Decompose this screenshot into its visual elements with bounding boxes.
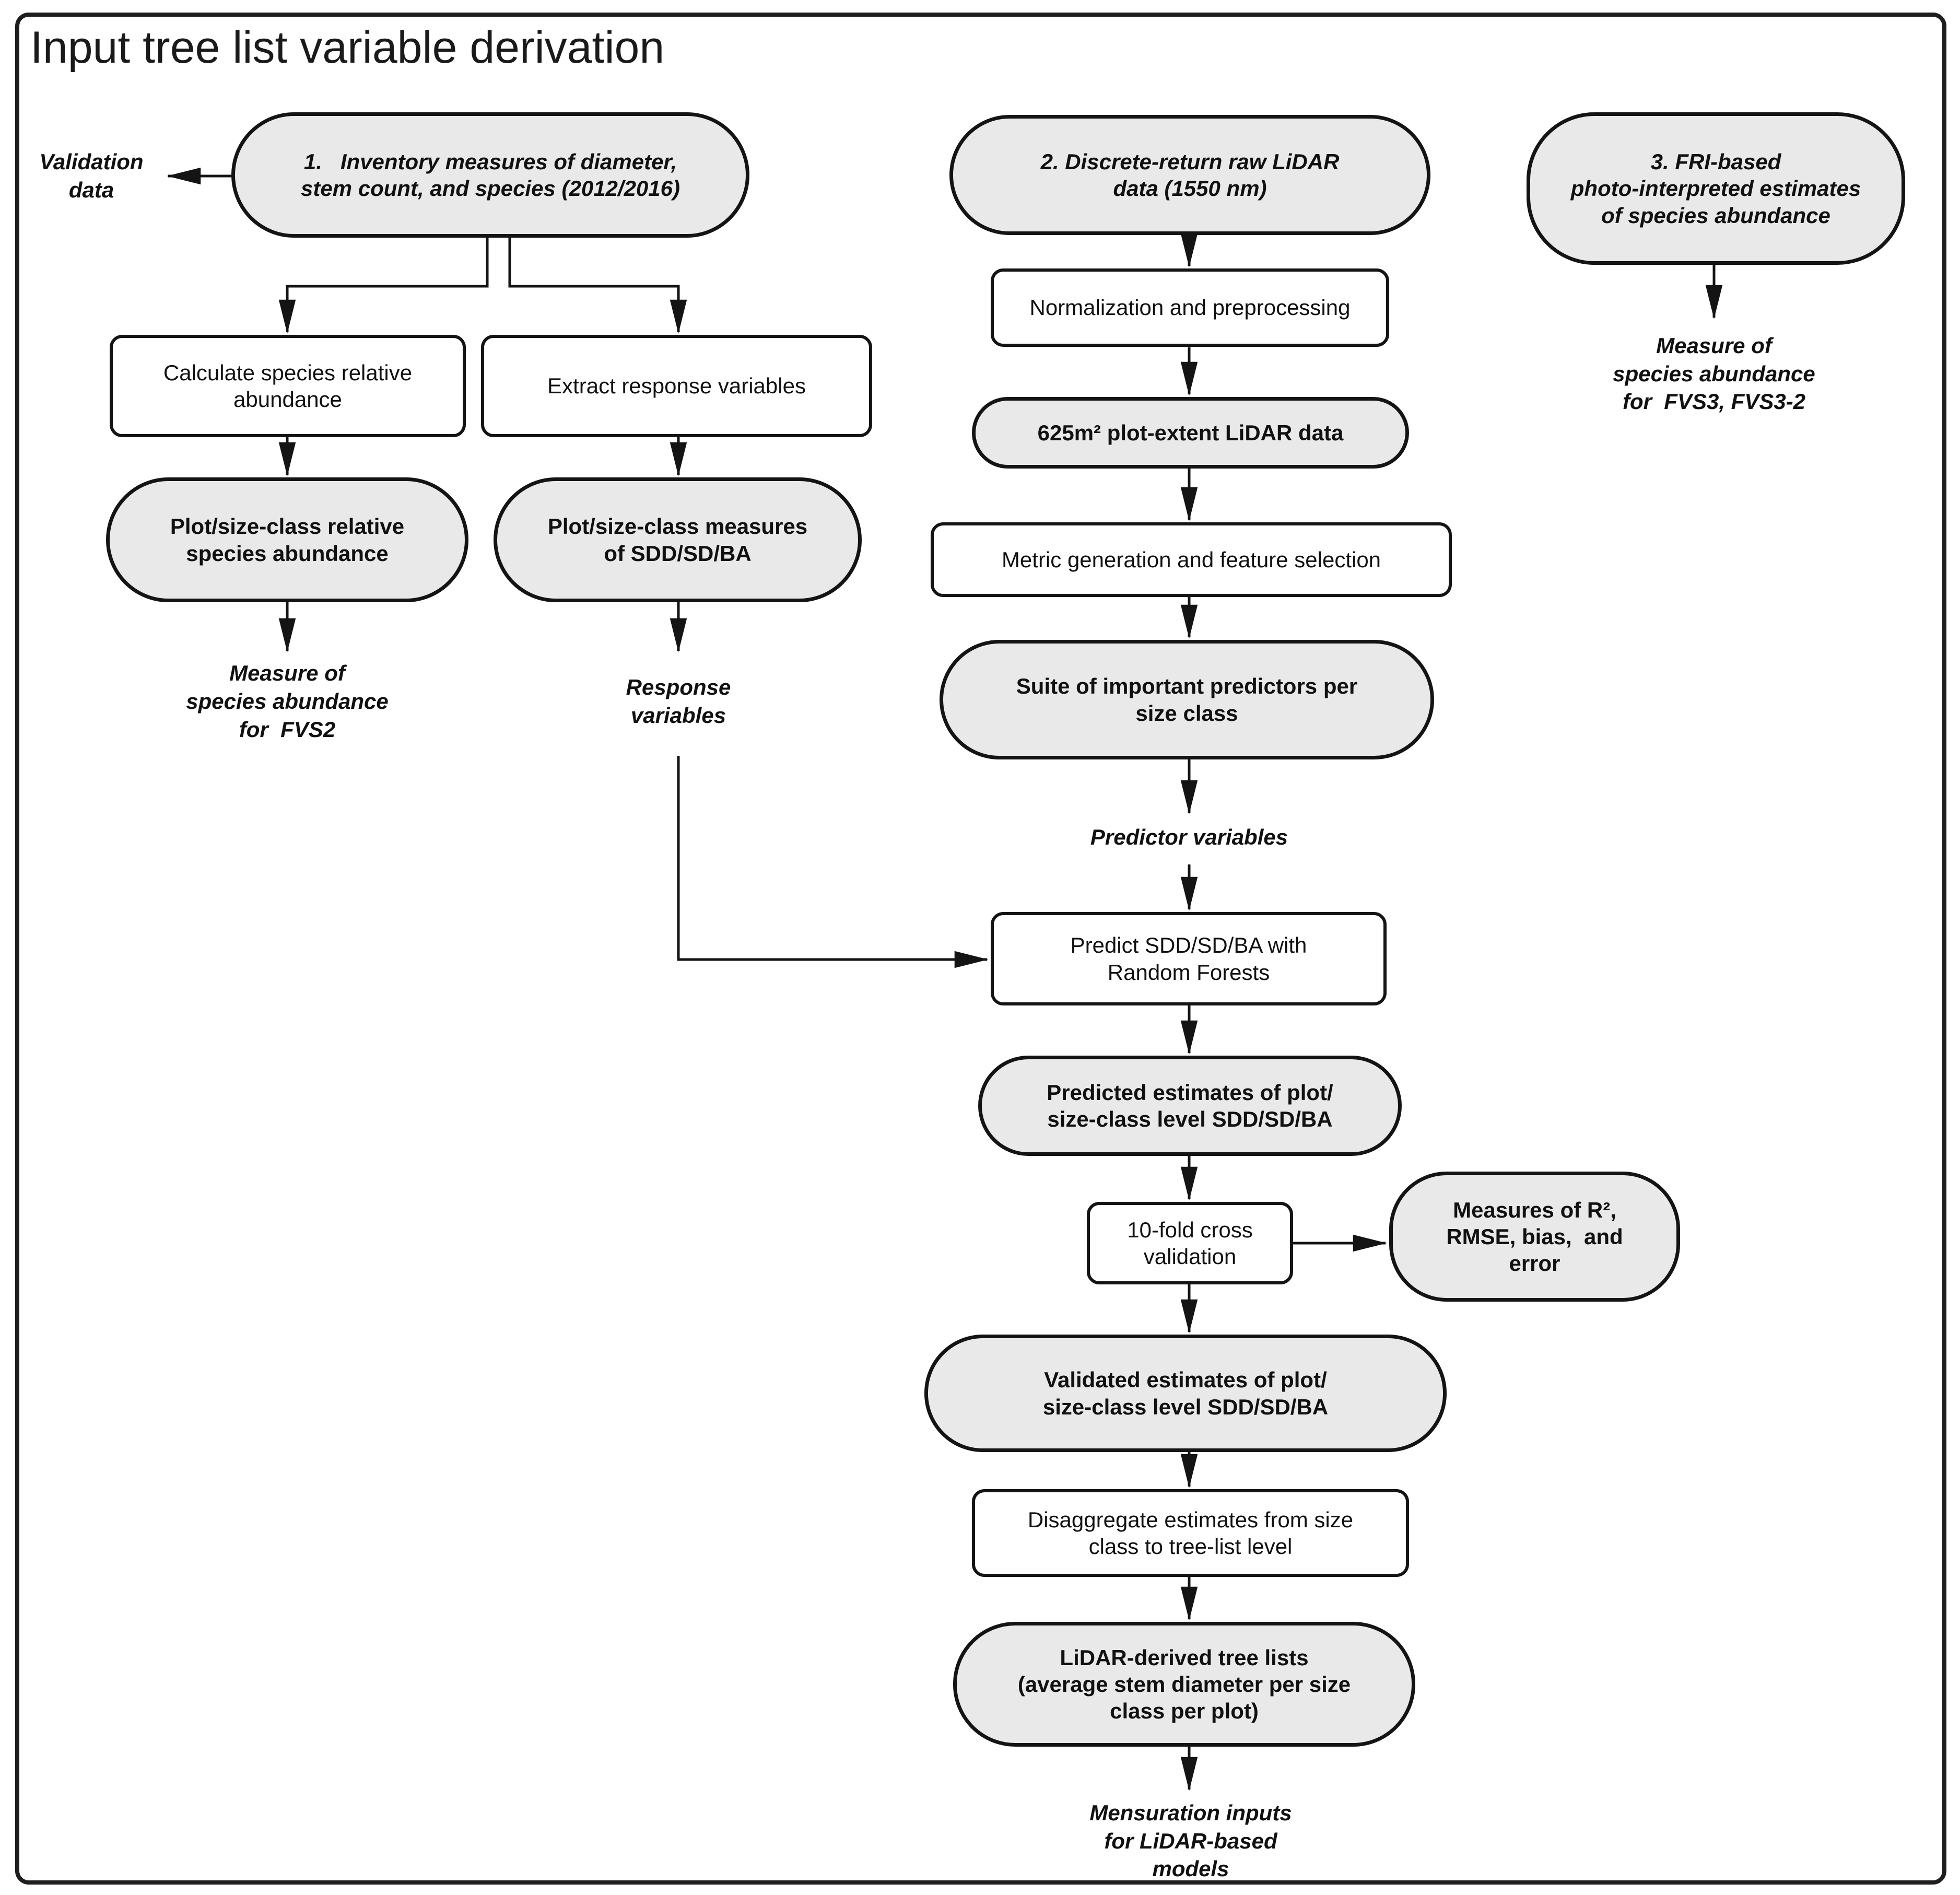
node-lidar-tree-lists: LiDAR-derived tree lists (average stem d… [953, 1622, 1415, 1747]
note-predictor-variables: Predictor variables [1090, 825, 1288, 850]
connector-inventory-to-calculate [278, 238, 489, 334]
note-response-variables: Response variables [626, 675, 731, 728]
node-calculate-abundance: Calculate species relative abundance [110, 335, 466, 437]
node-metric-generation: Metric generation and feature selection [931, 522, 1452, 597]
connector-response-to-predict [677, 756, 989, 968]
node-predict-rf: Predict SDD/SD/BA with Random Forests [991, 912, 1387, 1005]
node-plot-sdd-measures: Plot/size-class measures of SDD/SD/BA [494, 477, 862, 602]
diagram-title: Input tree list variable derivation [30, 22, 665, 73]
node-disaggregate: Disaggregate estimates from size class t… [972, 1489, 1409, 1577]
note-mensuration-inputs: Mensuration inputs for LiDAR-based model… [1089, 1800, 1292, 1881]
note-validation-data: Validation data [39, 149, 144, 202]
node-inventory-source: 1. Inventory measures of diameter, stem … [231, 112, 749, 238]
note-measure-fvs2: Measure of species abundance for FVS2 [186, 661, 389, 742]
node-predicted-estimates: Predicted estimates of plot/ size-class … [978, 1056, 1402, 1156]
node-plot-extent-lidar: 625m² plot-extent LiDAR data [972, 397, 1409, 469]
node-error-measures: Measures of R², RMSE, bias, and error [1389, 1172, 1680, 1302]
node-plot-relative-abundance: Plot/size-class relative species abundan… [106, 477, 468, 602]
node-validated-estimates: Validated estimates of plot/ size-class … [924, 1335, 1447, 1452]
node-cross-validation: 10-fold cross validation [1087, 1202, 1293, 1284]
node-lidar-raw-source: 2. Discrete-return raw LiDAR data (1550 … [949, 115, 1430, 235]
note-measure-fvs3: Measure of species abundance for FVS3, F… [1613, 333, 1815, 414]
node-fri-source: 3. FRI-based photo-interpreted estimates… [1527, 112, 1905, 265]
connector-inventory-to-extract [508, 238, 687, 334]
node-extract-response: Extract response variables [481, 335, 872, 437]
diagram-border [15, 13, 1946, 1885]
node-normalization: Normalization and preprocessing [991, 268, 1389, 347]
node-predictor-suite: Suite of important predictors per size c… [940, 640, 1434, 759]
